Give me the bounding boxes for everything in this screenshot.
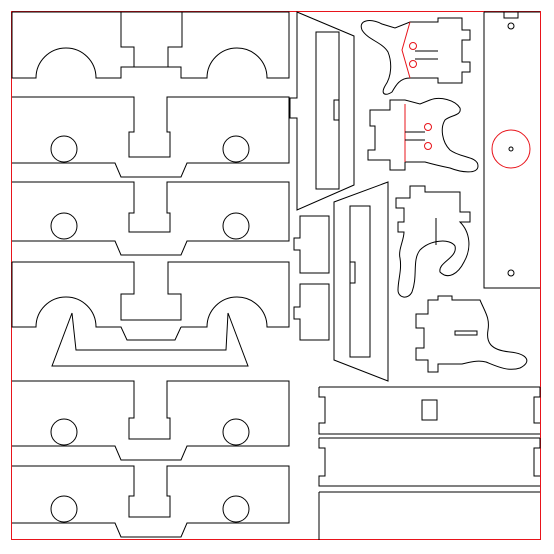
panel-2-hole-left — [50, 135, 78, 163]
bracket-a-slot — [415, 50, 438, 60]
claw-d — [415, 295, 528, 373]
board-1-slot — [421, 399, 438, 421]
side-strip-hole-top — [507, 22, 515, 30]
panel-2-hole-right — [222, 135, 250, 163]
panel-6-hole-left — [50, 495, 78, 523]
panel-3 — [12, 181, 290, 256]
side-strip-hole-bottom — [507, 269, 515, 277]
claw-c — [395, 185, 471, 298]
panel-5-hole-right — [222, 418, 250, 446]
panel-6-hole-right — [222, 495, 250, 523]
bracket-a-hole-2 — [409, 60, 417, 68]
bracket-b — [367, 97, 479, 173]
bracket-a-mark — [401, 21, 411, 79]
panel-arched-lower — [11, 261, 290, 341]
bracket-a-hole-1 — [409, 42, 417, 50]
bracket-b-slot — [405, 131, 425, 141]
rail-upper-tab — [333, 99, 339, 121]
side-strip-center — [508, 146, 514, 152]
rail-upper — [289, 11, 355, 211]
panel-3-hole-left — [50, 212, 78, 240]
board-1 — [318, 386, 541, 435]
panel-arched-top — [11, 11, 290, 79]
block-upper — [293, 215, 330, 274]
board-3 — [318, 491, 540, 540]
panel-3-hole-right — [222, 212, 250, 240]
frame-trapezoid — [51, 312, 249, 367]
panel-6 — [12, 465, 290, 538]
side-strip-notch — [503, 11, 519, 19]
rail-lower — [333, 181, 389, 382]
panel-5-hole-left — [50, 418, 78, 446]
side-strip-ring — [491, 129, 531, 169]
panel-5 — [12, 380, 290, 461]
rail-upper-slot — [315, 31, 340, 190]
panel-2 — [12, 96, 290, 178]
rail-lower-slot — [349, 205, 371, 358]
bracket-b-hole-2 — [424, 142, 432, 150]
sheet-border — [11, 11, 541, 540]
claw-d-slot — [454, 330, 478, 336]
bracket-b-hole-1 — [424, 123, 432, 131]
bracket-a — [360, 17, 471, 95]
block-lower — [293, 283, 330, 341]
board-2 — [318, 437, 541, 487]
rail-lower-tab — [350, 261, 356, 284]
panel-arched-top-notch — [133, 47, 169, 68]
